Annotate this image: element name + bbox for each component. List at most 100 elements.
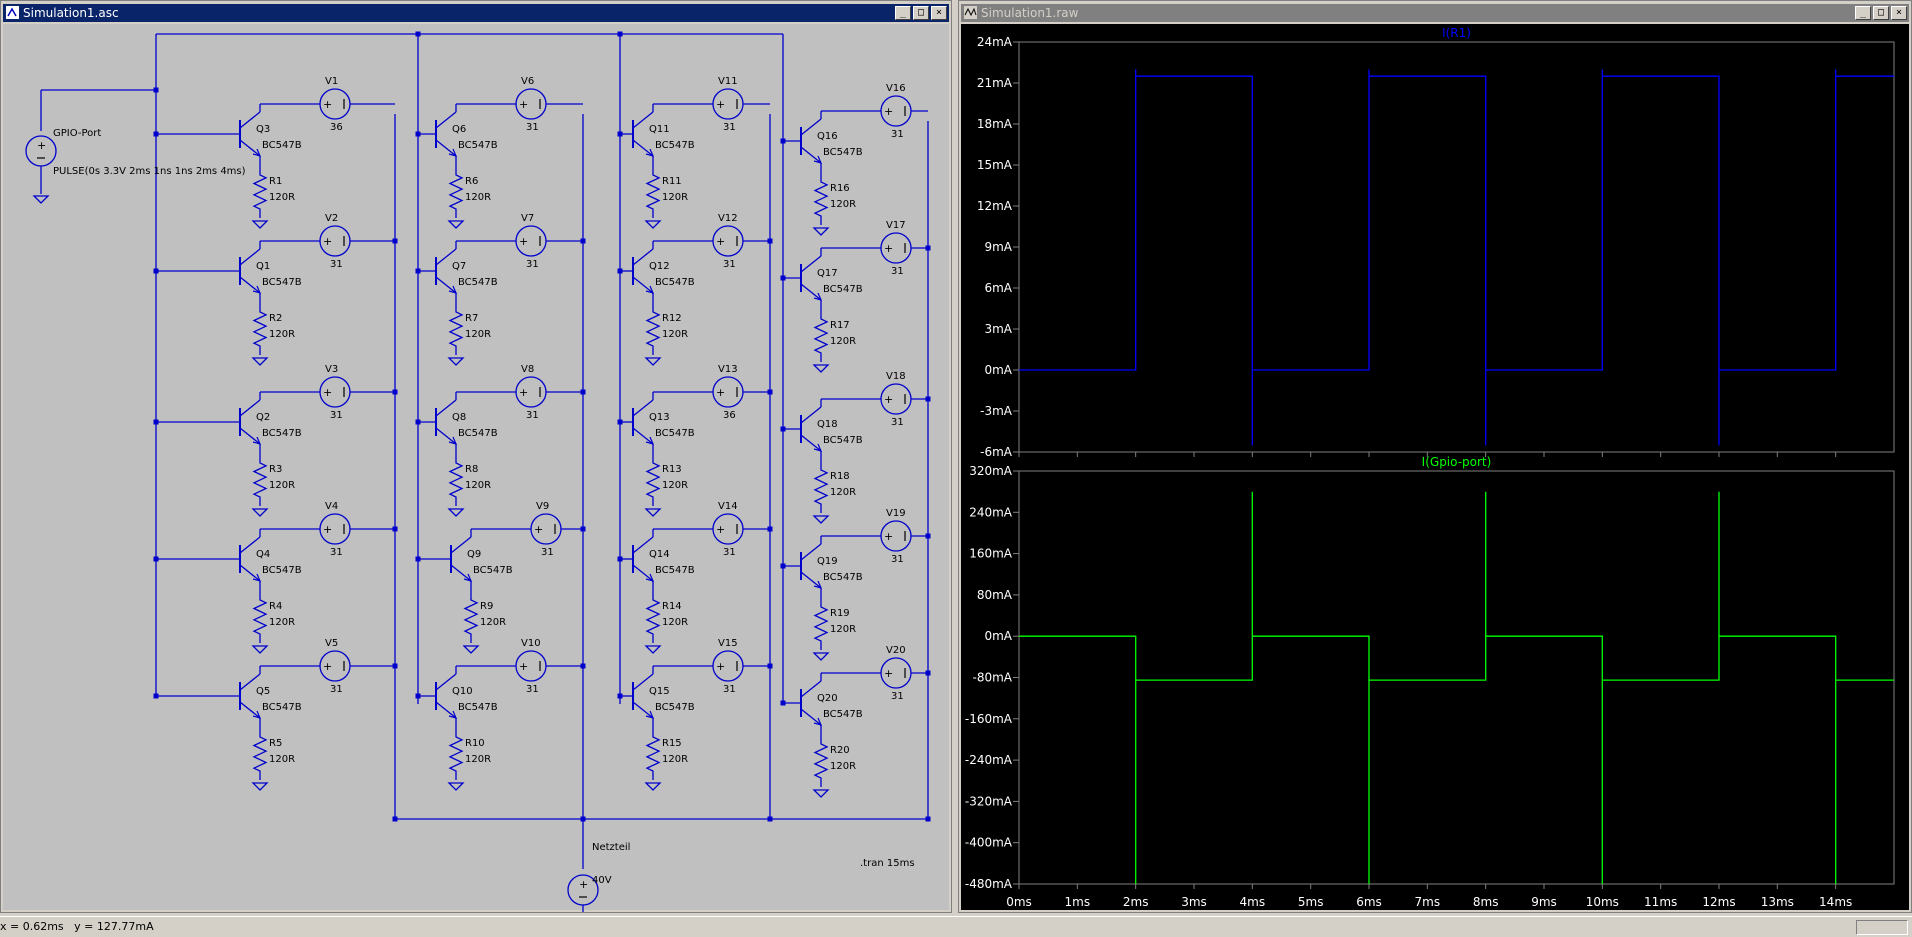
y-tick-label: -3mA bbox=[980, 404, 1013, 418]
resistor-label-r8: R8 bbox=[465, 464, 478, 475]
source-value: 31 bbox=[723, 547, 736, 558]
waveform-titlebar[interactable]: Simulation1.raw _ □ × bbox=[961, 4, 1909, 22]
ground-triangle bbox=[251, 782, 269, 791]
plus-sign: + bbox=[323, 523, 332, 536]
status-bar: x = 0.62ms y = 127.77mA bbox=[0, 916, 1912, 937]
transistor-model: BC547B bbox=[655, 428, 695, 439]
resistor-symbol bbox=[448, 303, 464, 355]
transistor-emitter bbox=[800, 283, 822, 301]
resistor-symbol bbox=[813, 310, 829, 362]
x-tick-label: 11ms bbox=[1644, 895, 1677, 909]
junction-dot bbox=[925, 816, 931, 822]
transistor-collector bbox=[632, 536, 654, 554]
source-label-v17: V17 bbox=[886, 220, 906, 231]
y-tick-label: 0mA bbox=[984, 629, 1012, 643]
junction-dot bbox=[153, 87, 159, 93]
source-label-v1: V1 bbox=[325, 76, 338, 87]
y-tick-label: 160mA bbox=[969, 547, 1013, 561]
plus-sign: + bbox=[884, 105, 893, 118]
transistor-model: BC547B bbox=[655, 565, 695, 576]
y-tick-label: 240mA bbox=[969, 505, 1013, 519]
source-label-v5: V5 bbox=[325, 638, 338, 649]
source-label-v19: V19 bbox=[886, 508, 906, 519]
transistor-model: BC547B bbox=[458, 277, 498, 288]
close-button[interactable]: × bbox=[931, 6, 947, 20]
plus-sign: + bbox=[716, 98, 725, 111]
resistor-label-r17: R17 bbox=[830, 320, 850, 331]
source-label-v16: V16 bbox=[886, 83, 906, 94]
x-tick-label: 10ms bbox=[1586, 895, 1619, 909]
npn-transistor-symbol bbox=[239, 111, 262, 157]
resistor-symbol bbox=[645, 166, 661, 218]
ground-triangle bbox=[644, 645, 662, 654]
maximize-button[interactable]: □ bbox=[913, 6, 929, 20]
junction-dot bbox=[780, 275, 786, 281]
source-label-v4: V4 bbox=[325, 501, 338, 512]
transistor-label-q2: Q2 bbox=[256, 412, 270, 423]
minimize-button[interactable]: _ bbox=[895, 6, 911, 20]
transistor-collector bbox=[632, 673, 654, 691]
voltage-source-v9: + bbox=[530, 513, 562, 545]
resistor-symbol bbox=[448, 454, 464, 506]
resistor-value: 120R bbox=[269, 617, 295, 628]
x-tick-label: 13ms bbox=[1761, 895, 1794, 909]
plot-frame bbox=[1018, 470, 1895, 885]
npn-transistor-symbol bbox=[632, 399, 655, 445]
ground-symbol bbox=[812, 789, 830, 798]
resistor-label-r19: R19 bbox=[830, 608, 850, 619]
resistor-label-r7: R7 bbox=[465, 313, 478, 324]
transistor-emitter bbox=[435, 427, 457, 445]
resistor-symbol bbox=[448, 728, 464, 780]
transistor-model: BC547B bbox=[458, 702, 498, 713]
source-value: 31 bbox=[526, 410, 539, 421]
transistor-collector bbox=[435, 673, 457, 691]
transistor-label-q6: Q6 bbox=[452, 124, 466, 135]
simulation-directive: .tran 15ms bbox=[860, 858, 915, 869]
source-value: 31 bbox=[723, 259, 736, 270]
npn-transistor-symbol bbox=[632, 111, 655, 157]
voltage-source-v15: + bbox=[712, 650, 744, 682]
resistor-value: 120R bbox=[269, 192, 295, 203]
source-label-v7: V7 bbox=[521, 213, 534, 224]
transistor-label-q5: Q5 bbox=[256, 686, 270, 697]
schematic-titlebar[interactable]: Simulation1.asc _ □ × bbox=[3, 4, 949, 22]
transistor-collector bbox=[800, 255, 822, 273]
x-tick-label: 5ms bbox=[1298, 895, 1324, 909]
junction-dot bbox=[153, 268, 159, 274]
source-value: 31 bbox=[526, 259, 539, 270]
gpio-source-value: PULSE(0s 3.3V 2ms 1ns 1ns 2ms 4ms) bbox=[53, 166, 246, 177]
voltage-source-v11: + bbox=[712, 88, 744, 120]
minimize-button[interactable]: _ bbox=[1855, 6, 1871, 20]
trace-line bbox=[1019, 69, 1894, 446]
trace-title: I(R1) bbox=[1442, 26, 1471, 40]
junction-dot bbox=[780, 563, 786, 569]
resistor-value: 120R bbox=[662, 480, 688, 491]
transistor-collector bbox=[800, 543, 822, 561]
resistor-value: 120R bbox=[662, 329, 688, 340]
voltage-source-v6: + bbox=[515, 88, 547, 120]
maximize-button[interactable]: □ bbox=[1873, 6, 1889, 20]
transistor-emitter bbox=[450, 564, 472, 582]
transistor-emitter bbox=[435, 276, 457, 294]
source-value: 31 bbox=[330, 547, 343, 558]
y-tick-label: -6mA bbox=[980, 445, 1013, 459]
ground-symbol bbox=[447, 357, 465, 366]
junction-dot bbox=[415, 31, 421, 37]
transistor-model: BC547B bbox=[473, 565, 513, 576]
source-value: 36 bbox=[723, 410, 736, 421]
x-tick-label: 1ms bbox=[1065, 895, 1091, 909]
transistor-model: BC547B bbox=[655, 702, 695, 713]
voltage-source-v20: + bbox=[880, 657, 912, 689]
ltspice-schematic-icon bbox=[6, 6, 19, 19]
transistor-label-q17: Q17 bbox=[817, 268, 838, 279]
plus-sign: + bbox=[884, 667, 893, 680]
close-button[interactable]: × bbox=[1891, 6, 1907, 20]
plus-sign: + bbox=[323, 386, 332, 399]
ground-triangle bbox=[812, 227, 830, 236]
source-value: 31 bbox=[891, 691, 904, 702]
junction-dot bbox=[153, 556, 159, 562]
